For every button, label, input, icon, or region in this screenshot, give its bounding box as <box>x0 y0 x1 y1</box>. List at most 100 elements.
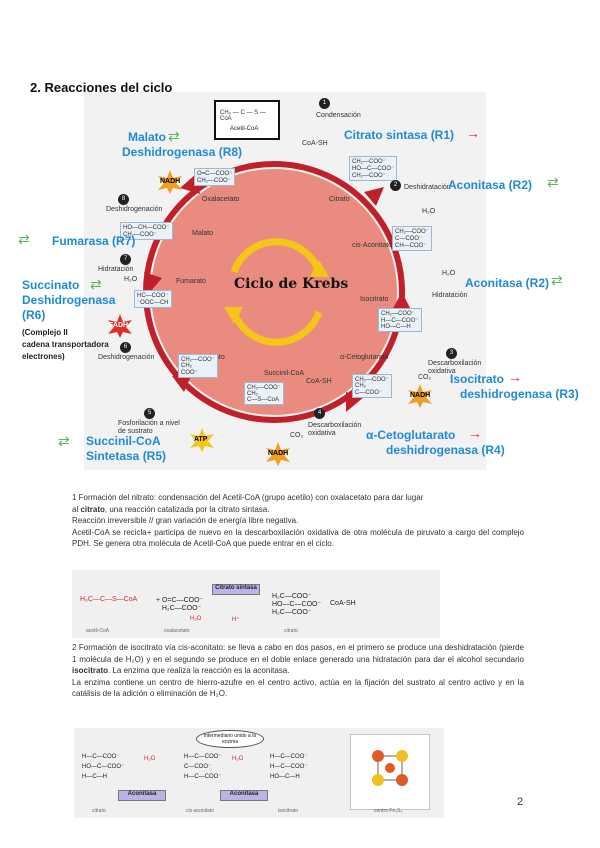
label-alfa-ceto: α-Cetoglutarato <box>340 354 389 361</box>
label-deshidrogenacion-top: Deshidrogenación <box>106 206 163 213</box>
label-h2o-top: H₂O <box>422 208 436 215</box>
nadh-label-bottom: NADH <box>268 450 289 457</box>
fig2-h2o-2: H₂O <box>232 756 244 762</box>
label-aconitasa-mid: Aconitasa (R2) <box>465 276 550 290</box>
fadh2-star <box>108 314 132 338</box>
label-h2o-left: H₂O <box>124 276 138 283</box>
fig1-label-citrato: citrato <box>284 628 298 634</box>
label-descarbox-2: Descarboxilación oxidativa <box>308 422 362 437</box>
fig2-h2o-1: H₂O <box>144 756 156 762</box>
green-arrows-aconitasa-top: ⇄ <box>547 174 559 190</box>
label-cis-aconitato: cis-Aconitato <box>352 242 393 249</box>
label-descarbox-1: Descarboxilación oxidativa <box>428 360 482 375</box>
nadh-star-top-left <box>158 170 182 194</box>
paragraph-1: 1 Formación del nitrato: condensación de… <box>72 493 524 549</box>
mol-citrato: CH₂—COO⁻HO—C—COO⁻CH₂—COO⁻ <box>349 156 398 181</box>
green-arrows-succinato: ⇄ <box>90 276 102 292</box>
cycle-center-label: Ciclo de Krebs <box>234 276 349 292</box>
label-fumarasa: Fumarasa (R7) <box>52 234 136 248</box>
atp-label: ATP <box>194 436 208 443</box>
green-arrows-succinil: ⇄ <box>58 433 70 449</box>
label-deshidrogenacion-bottom: Deshidrogenación <box>98 354 155 361</box>
inner-arrow-bottom <box>230 310 323 346</box>
label-h2o-right: H₂O <box>442 270 456 277</box>
step-number-4: 4 <box>314 408 325 419</box>
label-cetoglutarato: α-Cetoglutarato deshidrogenasa (R4) <box>366 428 505 457</box>
acetil-coa-box: CH₃ — C — S — CoA Acetil-CoA <box>214 100 280 140</box>
nadh-label-right: NADH <box>410 392 431 399</box>
fig1-coa: CoA-SH <box>330 600 356 607</box>
label-fosforilacion: Fosforilación a nivel de sustrato <box>118 420 180 435</box>
nadh-label-top-left: NADH <box>160 178 181 185</box>
step-number-2: 2 <box>390 180 401 191</box>
fig2-bubble: intermediario unido a la enzima <box>196 730 264 748</box>
step-number-1: 1 <box>319 98 330 109</box>
nadh-star-right <box>408 384 432 408</box>
label-citrato: Citrato <box>329 196 350 203</box>
label-isocitrato: Isocitrato <box>360 296 389 303</box>
label-hidratacion-left: Hidratación <box>98 266 134 273</box>
label-deshidratacion-r: Deshidratación <box>404 184 451 191</box>
fig2-label-cis: cis-aconitato <box>186 808 215 814</box>
label-succinato-dh: Succinato Deshidrogenasa (R6) <box>22 278 116 322</box>
red-arrow-r3: → <box>508 369 522 385</box>
mol-isocitrato: CH₂—COO⁻H—C—COO⁻HO—C—H <box>378 308 422 332</box>
label-isocitrato-dh: Isocitrato deshidrogenasa (R3) <box>450 372 579 401</box>
label-oxalacetato: Oxalacetato <box>202 196 240 203</box>
step-number-8: 8 <box>118 194 129 205</box>
step-number-3: 3 <box>446 348 457 359</box>
acetil-coa-label: Acetil-CoA <box>230 126 259 132</box>
enzyme-aconitasa-2: Aconitasa <box>220 790 268 801</box>
mol-malato: HO—CH—COO⁻CH₂—COO⁻ <box>120 222 173 240</box>
label-co2-right: CO₂ <box>418 374 432 381</box>
enzyme-aconitasa-1: Aconitasa <box>118 790 166 801</box>
fadh2-label: FADH₂ <box>109 322 132 329</box>
fig1-h2o: H₂O <box>190 616 202 622</box>
label-malato-dh: Malato Deshidrogenasa (R8) <box>122 130 243 159</box>
figure-citrato-sintasa: H₃C—C—S—CoA + O=C—COO⁻ H₂C—COO⁻ Citrato … <box>72 570 440 638</box>
fig2-label-isocitrato: isocitrato <box>278 808 299 814</box>
step-number-7: 7 <box>120 254 131 265</box>
mol-oxalacetato: O=C—COO⁻CH₂—COO⁻ <box>194 168 236 186</box>
label-coa-sh-2: CoA-SH <box>306 378 332 385</box>
krebs-cycle-diagram: Ciclo de Krebs CH₃ — C — S — CoA Acetil-… <box>84 92 486 470</box>
label-fumarato: Fumarato <box>176 278 206 285</box>
inner-arrow-top <box>230 238 323 274</box>
fig1-label-oxalacetato: oxalacetato <box>164 628 190 634</box>
paragraph-2: 2 Formación de isocitrato vía cis-aconit… <box>72 643 524 699</box>
label-succinil-coa: Succinil-CoA <box>264 370 305 377</box>
label-citrato-sintasa: Citrato sintasa (R1) <box>344 128 455 142</box>
fig1-h: H⁺ <box>232 617 240 623</box>
fig2-label-citrato: citrato <box>92 808 106 814</box>
fe-s-cluster <box>350 734 430 810</box>
label-co2-bottom: CO₂ <box>290 432 304 439</box>
label-malato: Malato <box>192 230 214 237</box>
fig1-label-acetil: acetil-CoA <box>86 628 110 634</box>
green-arrows-aconitasa-mid: ⇄ <box>551 272 563 288</box>
enzyme-citrato-sintasa: Citrato sintasa <box>212 584 260 595</box>
label-coa-sh: CoA-SH <box>302 140 328 147</box>
mol-fumarato: HC—COO⁻⁻OOC—CH <box>134 290 172 308</box>
red-arrow-r4: → <box>468 425 482 441</box>
label-succinil: Succinil-CoA Sintetasa (R5) <box>86 434 167 463</box>
label-succinato-note: (Complejo II cadena transportadora elect… <box>22 328 109 361</box>
page-heading: 2. Reacciones del ciclo <box>30 80 173 95</box>
label-aconitasa-top: Aconitasa (R2) <box>448 178 533 192</box>
label-hidratacion-right: Hidratación <box>432 292 468 299</box>
green-arrows-fumarasa: ⇄ <box>18 231 30 247</box>
fig2-label-fe-s: centro Fe₄S₄ <box>374 808 403 814</box>
nadh-star-bottom <box>266 442 290 466</box>
red-arrow-r1: → <box>466 125 480 141</box>
mol-cis-aconitato: CH₂—COO⁻C—COO⁻CH—COO⁻ <box>392 226 432 251</box>
page-number: 2 <box>517 796 524 808</box>
label-condensacion: Condensación <box>316 112 361 119</box>
step-number-6: 6 <box>120 342 131 353</box>
atp-star <box>190 428 214 452</box>
figure-aconitasa: H—C—COO⁻HO—C—COO⁻H—C—H H₂O Aconitasa int… <box>74 728 444 818</box>
green-arrows-malato: ⇄ <box>168 128 180 144</box>
cycle-disc <box>151 169 397 415</box>
step-number-5: 5 <box>144 408 155 419</box>
